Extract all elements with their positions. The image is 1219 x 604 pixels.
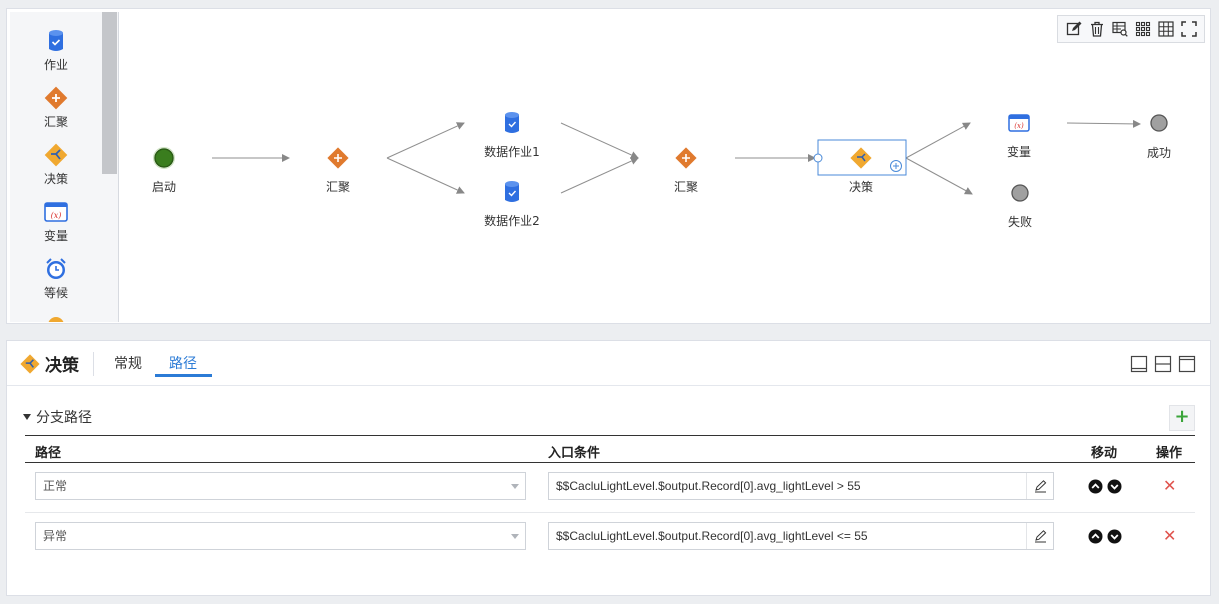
palette-item-label: 决策 [43, 172, 68, 186]
edge-job2-merge2 [560, 157, 639, 194]
condition-value: $$CacluLightLevel.$output.Record[0].avg_… [556, 479, 861, 493]
delete-path-icon[interactable]: ✕ [1163, 526, 1177, 545]
alarm-clock-icon [46, 258, 66, 279]
table-search-icon[interactable] [1111, 20, 1129, 38]
tab-divider [93, 352, 94, 376]
variable-node-label: 变量 [1006, 145, 1032, 159]
chevron-down-icon [511, 484, 519, 489]
active-tab-indicator [155, 374, 212, 377]
grid-icon[interactable] [1157, 20, 1175, 38]
palette-item-label: 汇聚 [43, 115, 68, 129]
path-select-value: 正常 [43, 479, 68, 493]
edit-icon[interactable] [1065, 20, 1083, 38]
move-up-icon[interactable] [1088, 479, 1103, 494]
decision-node-label: 决策 [848, 180, 874, 194]
variable-node[interactable]: (x) [1008, 114, 1030, 132]
palette-item-label: 变量 [43, 229, 68, 243]
layout-switcher [1130, 355, 1196, 373]
fullscreen-icon[interactable] [1180, 20, 1198, 38]
merge-node-2-label: 汇聚 [673, 180, 699, 194]
delete-path-icon[interactable]: ✕ [1163, 476, 1177, 495]
palette-item-decision[interactable]: 决策 [10, 142, 102, 187]
layout-split-icon[interactable] [1154, 355, 1172, 373]
decision-diamond-icon [20, 353, 40, 374]
edge-merge-job1 [386, 122, 465, 159]
merge-node-1[interactable] [327, 147, 349, 169]
merge-diamond-icon [44, 86, 68, 110]
layout-bottom-icon[interactable] [1130, 355, 1148, 373]
decision-node[interactable] [813, 139, 907, 176]
start-node[interactable] [153, 147, 175, 169]
palette-item-label: 等候 [43, 286, 68, 300]
caret-down-icon [23, 414, 31, 420]
svg-text:(x): (x) [51, 211, 62, 220]
success-end-node[interactable] [1150, 114, 1168, 132]
variable-icon: (x) [44, 202, 68, 222]
edge-variable-success [1066, 119, 1141, 128]
palette-item-wait[interactable]: 等候 [10, 256, 102, 301]
start-node-label: 启动 [151, 180, 177, 194]
edit-condition-icon[interactable] [1026, 523, 1053, 549]
branch-paths-section-toggle[interactable]: 分支路径 [23, 407, 92, 427]
column-header-condition: 入口条件 [548, 446, 601, 461]
column-header-path: 路径 [35, 446, 62, 461]
edge-decision-fail [905, 157, 973, 195]
gear-icon [48, 317, 64, 322]
decision-properties-panel: 决策 常规 路径 分支路径 + 路径 入口条件 移动 操作 正常 $$Caclu… [6, 340, 1211, 596]
svg-text:(x): (x) [1014, 122, 1024, 130]
data-job-node-2[interactable] [505, 181, 519, 202]
decision-diamond-icon [44, 143, 68, 167]
path-select[interactable]: 异常 [35, 522, 526, 550]
canvas-toolbar [1057, 15, 1205, 43]
edit-condition-icon[interactable] [1026, 473, 1053, 499]
condition-value: $$CacluLightLevel.$output.Record[0].avg_… [556, 529, 868, 543]
merge-node-2[interactable] [675, 147, 697, 169]
path-select[interactable]: 正常 [35, 472, 526, 500]
palette-item-label: 作业 [43, 58, 68, 72]
data-job-node-2-label: 数据作业2 [484, 214, 540, 228]
table-row: 正常 $$CacluLightLevel.$output.Record[0].a… [25, 463, 1195, 513]
flow-editor-panel: (x) 启动 汇聚 数据作业1 数据作业2 汇聚 决策 变量 失败 成功 作业 [6, 8, 1211, 324]
properties-header: 决策 常规 路径 [7, 341, 1210, 386]
fail-end-node[interactable] [1011, 184, 1029, 202]
success-node-label: 成功 [1146, 146, 1172, 160]
palette-item-merge[interactable]: 汇聚 [10, 85, 102, 130]
grid-dots-icon[interactable] [1134, 20, 1152, 38]
paths-table-header: 路径 入口条件 移动 操作 [25, 435, 1195, 463]
move-up-icon[interactable] [1088, 529, 1103, 544]
palette-item-variable[interactable]: (x) 变量 [10, 199, 102, 244]
path-select-value: 异常 [43, 529, 68, 543]
palette-item-job[interactable]: 作业 [10, 28, 102, 73]
tab-paths[interactable]: 路径 [169, 356, 197, 372]
layout-top-icon[interactable] [1178, 355, 1196, 373]
table-row: 异常 $$CacluLightLevel.$output.Record[0].a… [25, 513, 1195, 563]
edge-merge-job2 [386, 157, 465, 194]
flow-edges [212, 119, 1141, 195]
node-palette: 作业 汇聚 决策 (x) 变量 [10, 12, 119, 322]
section-title-text: 分支路径 [36, 410, 92, 426]
tab-general[interactable]: 常规 [114, 356, 142, 372]
move-down-icon[interactable] [1107, 479, 1122, 494]
column-header-move: 移动 [1091, 446, 1118, 461]
move-down-icon[interactable] [1107, 529, 1122, 544]
edge-decision-variable [905, 122, 971, 159]
column-header-action: 操作 [1156, 446, 1183, 461]
condition-field[interactable]: $$CacluLightLevel.$output.Record[0].avg_… [548, 472, 1054, 500]
flow-canvas: (x) [153, 112, 1168, 202]
condition-field[interactable]: $$CacluLightLevel.$output.Record[0].avg_… [548, 522, 1054, 550]
add-path-button[interactable]: + [1169, 405, 1195, 431]
add-branch-icon[interactable] [890, 160, 902, 172]
data-job-node-1[interactable] [505, 112, 519, 133]
properties-title-text: 决策 [45, 356, 79, 376]
database-job-icon [49, 30, 63, 51]
chevron-down-icon [511, 534, 519, 539]
fail-node-label: 失败 [1007, 215, 1033, 229]
properties-title: 决策 [19, 351, 79, 376]
edge-job1-merge2 [560, 122, 639, 159]
trash-icon[interactable] [1088, 20, 1106, 38]
palette-scrollbar[interactable] [102, 12, 117, 174]
merge-node-1-label: 汇聚 [325, 180, 351, 194]
data-job-node-1-label: 数据作业1 [484, 145, 540, 159]
